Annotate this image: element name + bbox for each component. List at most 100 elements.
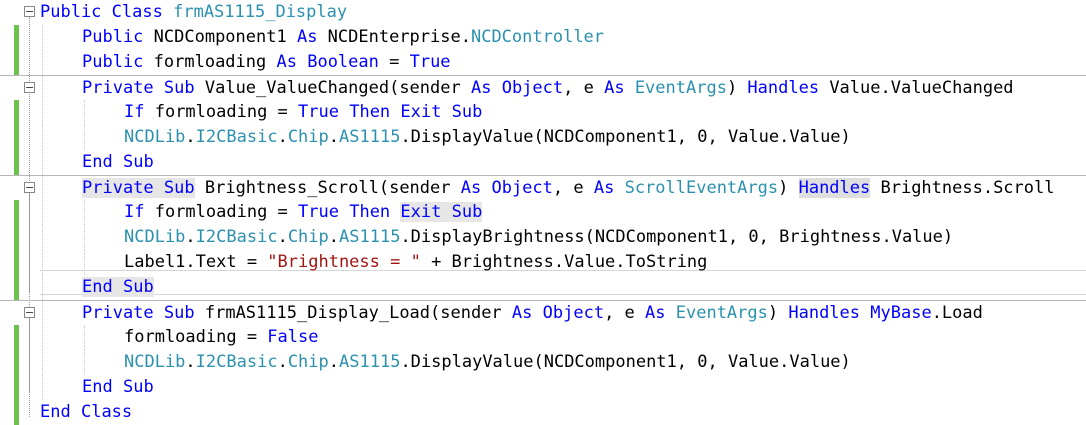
code-text: Label1.Text = "Brightness = " + Brightne…: [124, 250, 707, 275]
keyword-token: Object: [491, 178, 553, 198]
change-marker: [14, 225, 19, 250]
code-text: End Sub: [82, 150, 154, 175]
code-token: .: [328, 352, 340, 372]
type-token: NCDLib: [124, 352, 186, 372]
code-token: Value.ValueChanged: [819, 78, 1014, 98]
type-token: I2CBasic: [195, 227, 278, 247]
code-token: ): [726, 78, 748, 98]
change-marker: [14, 400, 19, 425]
code-token: [101, 2, 111, 22]
code-line[interactable]: −Private Sub Value_ValueChanged(sender A…: [0, 75, 1086, 101]
code-token: ): [778, 178, 799, 198]
code-token: [71, 402, 81, 422]
code-line[interactable]: Public formloading As Boolean = True: [0, 50, 1086, 75]
type-token: Chip: [287, 127, 329, 147]
keyword-token: Private: [82, 303, 154, 323]
code-token: formloading: [143, 52, 277, 72]
code-token: .: [277, 227, 288, 247]
code-line[interactable]: End Sub: [0, 375, 1086, 400]
code-token: .DisplayValue(NCDComponent1, 0, Value.Va…: [400, 352, 851, 372]
code-line[interactable]: −Public Class frmAS1115_Display: [0, 0, 1086, 25]
keyword-token: Sub: [163, 78, 195, 98]
keyword-token: As: [645, 303, 666, 323]
code-line[interactable]: − Private Sub Brightness_Scroll(sender As…: [0, 175, 1086, 201]
keyword-token: As: [296, 27, 318, 47]
code-token: [666, 303, 676, 323]
keyword-token: Boolean: [307, 52, 379, 72]
change-marker: [14, 125, 19, 150]
minus-icon[interactable]: −: [24, 306, 35, 319]
keyword-token: Sub: [163, 178, 195, 198]
code-token: [297, 52, 307, 72]
current-line-highlight: [40, 270, 1086, 295]
code-token: [154, 303, 164, 323]
code-token: NCDComponent1: [143, 27, 297, 47]
indent-guide: [42, 301, 43, 326]
code-text: NCDLib.I2CBasic.Chip.AS1115.DisplayValue…: [124, 350, 851, 375]
keyword-token: True: [409, 52, 451, 72]
keyword-token: True: [298, 102, 339, 122]
indent-guide: [42, 125, 43, 150]
change-marker: [14, 50, 19, 75]
keyword-token: False: [267, 327, 319, 347]
code-text: Public formloading As Boolean = True: [82, 50, 451, 75]
code-token: .: [328, 227, 340, 247]
keyword-token: Sub: [122, 277, 154, 297]
type-token: NCDLib: [124, 227, 186, 247]
change-marker: [14, 100, 19, 125]
indent-guide: [42, 250, 43, 275]
keyword-token: As: [470, 78, 492, 98]
keyword-token: Public: [82, 52, 144, 72]
indent-guide: [42, 200, 43, 225]
code-line[interactable]: Label1.Text = "Brightness = " + Brightne…: [0, 250, 1086, 275]
keyword-token: Class: [80, 402, 133, 422]
code-token: [532, 303, 542, 323]
code-line[interactable]: NCDLib.I2CBasic.Chip.AS1115.DisplayBrigh…: [0, 225, 1086, 250]
code-token: .Load: [931, 303, 983, 323]
code-line[interactable]: Public NCDComponent1 As NCDEnterprise.NC…: [0, 25, 1086, 50]
code-token: , e: [552, 178, 594, 198]
keyword-token: Sub: [451, 102, 483, 122]
code-token: , e: [604, 303, 646, 323]
code-token: [625, 78, 635, 98]
code-line[interactable]: End Class: [0, 400, 1086, 425]
code-token: [339, 102, 349, 122]
code-token: [154, 78, 164, 98]
code-line[interactable]: If formloading = True Then Exit Sub: [0, 100, 1086, 125]
indent-guide: [84, 100, 85, 125]
code-token: formloading =: [144, 102, 299, 122]
code-token: [441, 202, 452, 222]
type-token: frmAS1115_Display: [173, 2, 348, 22]
minus-icon[interactable]: −: [24, 181, 35, 194]
change-marker: [14, 275, 19, 300]
code-text: NCDLib.I2CBasic.Chip.AS1115.DisplayBrigh…: [124, 225, 953, 250]
indent-guide: [42, 375, 43, 400]
code-token: [339, 202, 349, 222]
type-token: Chip: [287, 227, 329, 247]
keyword-token: Object: [501, 78, 564, 98]
type-token: EventArgs: [675, 303, 768, 323]
code-token: formloading =: [124, 327, 268, 347]
code-token: Value_ValueChanged(sender: [194, 78, 471, 98]
code-line[interactable]: If formloading = True Then Exit Sub: [0, 200, 1086, 225]
code-line[interactable]: End Sub: [0, 275, 1086, 300]
minus-icon[interactable]: −: [24, 5, 35, 18]
change-marker: [14, 25, 19, 50]
indent-guide: [42, 176, 43, 201]
code-line[interactable]: formloading = False: [0, 325, 1086, 350]
indent-guide: [42, 325, 43, 350]
code-token: =: [378, 52, 410, 72]
minus-icon[interactable]: −: [24, 81, 35, 94]
code-line[interactable]: NCDLib.I2CBasic.Chip.AS1115.DisplayValue…: [0, 350, 1086, 375]
code-text: Private Sub Brightness_Scroll(sender As …: [82, 176, 1054, 201]
fold-range-line: [29, 317, 30, 392]
code-line[interactable]: NCDLib.I2CBasic.Chip.AS1115.DisplayValue…: [0, 125, 1086, 150]
type-token: I2CBasic: [195, 352, 278, 372]
type-token: AS1115: [339, 127, 401, 147]
code-line[interactable]: End Sub: [0, 150, 1086, 175]
code-line[interactable]: −Private Sub frmAS1115_Display_Load(send…: [0, 300, 1086, 326]
code-token: [113, 377, 123, 397]
change-marker: [14, 350, 19, 375]
keyword-token: Then: [349, 102, 391, 122]
